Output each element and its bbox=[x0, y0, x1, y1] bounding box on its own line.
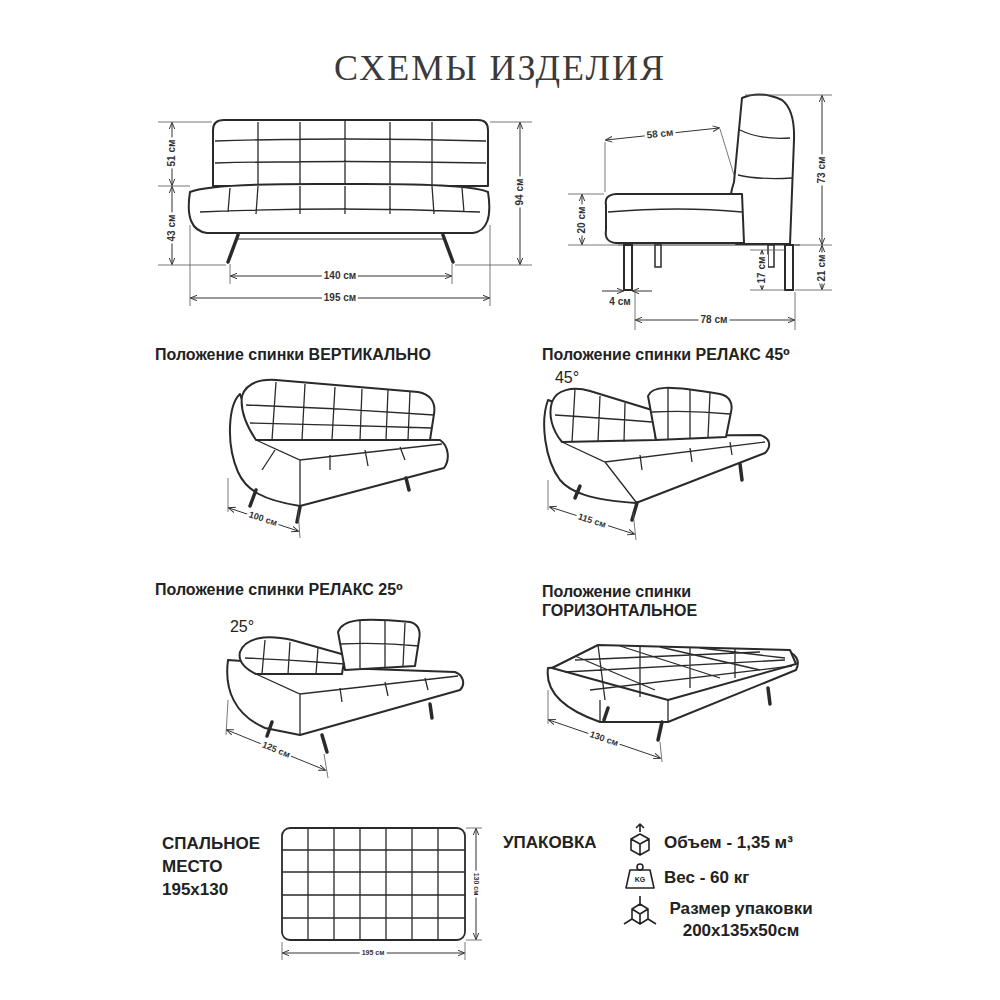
position-heading: Положение спинки РЕЛАКС 45⁰ bbox=[542, 345, 790, 364]
dimension-label: 43 см bbox=[166, 213, 178, 244]
dimension-label: 4 см bbox=[607, 296, 632, 308]
dimension-label: 195 см bbox=[322, 292, 358, 304]
angle-label: 45° bbox=[555, 368, 579, 387]
dimension-label: 130 см bbox=[472, 871, 480, 898]
package-icons bbox=[624, 824, 656, 924]
dimension-label: 130 см bbox=[587, 728, 622, 749]
sofa-relax-45 bbox=[544, 388, 769, 540]
sofa-horizontal bbox=[548, 645, 798, 762]
sleeping-area-plan bbox=[282, 828, 482, 960]
position-heading: Положение спинки ГОРИЗОНТАЛЬНОЕ bbox=[542, 582, 742, 620]
sofa-vertical bbox=[228, 380, 448, 538]
package-weight: Вес - 60 кг bbox=[664, 868, 749, 888]
position-heading: Положение спинки ВЕРТИКАЛЬНО bbox=[155, 345, 431, 364]
front-view bbox=[158, 120, 532, 306]
dimension-label: 51 см bbox=[166, 138, 178, 169]
sleeping-area-label: СПАЛЬНОЕ МЕСТО 195x130 bbox=[162, 832, 274, 901]
side-view bbox=[568, 94, 832, 330]
dimension-label: 140 см bbox=[322, 270, 358, 282]
dimension-label: 21 см bbox=[816, 253, 828, 284]
sofa-relax-25 bbox=[226, 620, 463, 778]
dimension-label: 100 см bbox=[246, 509, 281, 530]
angle-label: 25° bbox=[230, 617, 254, 636]
dimension-label: 125 см bbox=[259, 739, 294, 761]
dimension-label: 73 см bbox=[816, 155, 828, 186]
package-heading: УПАКОВКА bbox=[503, 833, 597, 853]
dimension-label: 20 см bbox=[576, 205, 588, 236]
dimension-label: 17 см bbox=[756, 255, 768, 286]
weight-icon-text: KG bbox=[635, 876, 646, 884]
dimension-label: 58 см bbox=[644, 126, 676, 141]
dimension-label: 78 см bbox=[699, 314, 730, 326]
dimension-label: 115 см bbox=[575, 511, 609, 531]
title: СХЕМЫ ИЗДЕЛИЯ bbox=[334, 47, 666, 89]
position-heading: Положение спинки РЕЛАКС 25⁰ bbox=[155, 580, 403, 599]
dimension-label: 195 см bbox=[360, 949, 387, 957]
package-size: Размер упаковки 200x135x50см bbox=[634, 898, 848, 942]
package-volume: Объем - 1,35 м³ bbox=[664, 833, 793, 853]
dimension-label: 94 см bbox=[514, 177, 526, 208]
